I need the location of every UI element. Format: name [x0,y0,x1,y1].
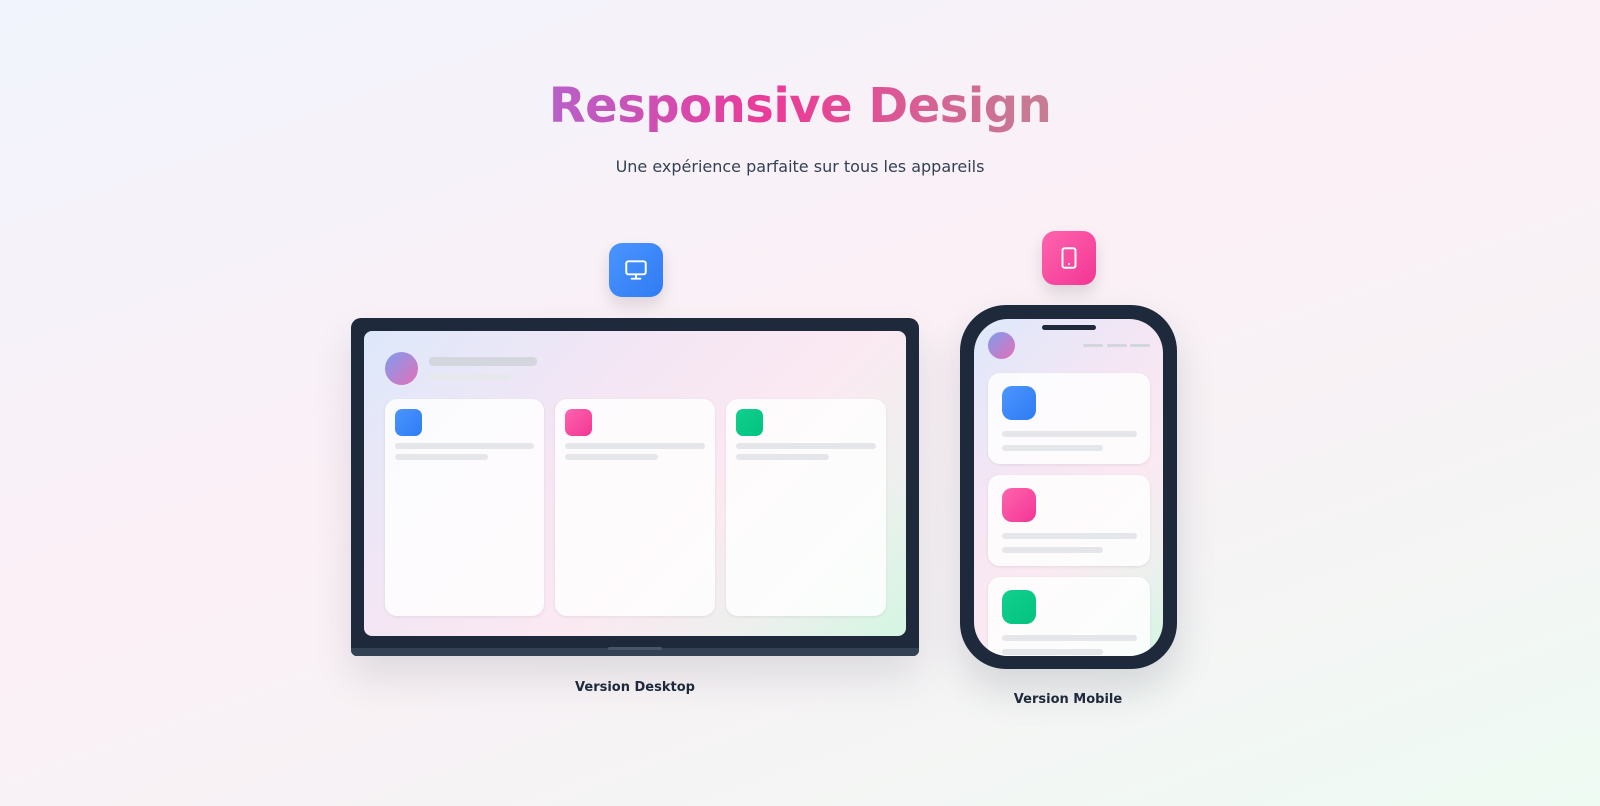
card-icon [395,409,422,436]
placeholder-line [429,357,537,366]
phone-mockup [960,305,1177,669]
page-title: Responsive Design [548,78,1052,134]
tablet-icon [1042,231,1096,285]
nav-line [1130,344,1150,347]
desktop-label: Version Desktop [575,680,695,695]
avatar [988,332,1015,359]
placeholder-line [736,443,876,449]
nav-line [1083,344,1103,347]
content-card [726,399,886,616]
laptop-screen [364,331,906,636]
content-card [988,373,1150,464]
card-icon [1002,386,1036,420]
placeholder-line [1002,547,1103,553]
placeholder-line [1002,431,1137,437]
laptop-mockup [351,318,919,656]
placeholder-line [1002,649,1103,655]
page-subtitle: Une expérience parfaite sur tous les app… [615,157,985,176]
placeholder-line [395,454,488,460]
placeholder-line [565,443,705,449]
placeholder-line [736,454,829,460]
monitor-icon [609,243,663,297]
card-icon [736,409,763,436]
placeholder-line [1002,445,1103,451]
laptop-base [351,648,919,656]
content-card [555,399,715,616]
card-icon [1002,488,1036,522]
content-card [988,577,1150,656]
mobile-label: Version Mobile [1013,692,1123,707]
content-card [385,399,544,616]
placeholder-line [1002,533,1137,539]
placeholder-line [395,443,534,449]
phone-screen [974,319,1163,656]
placeholder-line [565,454,658,460]
card-icon [1002,590,1036,624]
laptop-notch [608,647,662,650]
nav-line [1107,344,1127,347]
phone-notch [1042,325,1096,330]
content-card [988,475,1150,566]
placeholder-line [1002,635,1137,641]
card-icon [565,409,592,436]
avatar [385,352,418,385]
placeholder-line [429,374,510,380]
